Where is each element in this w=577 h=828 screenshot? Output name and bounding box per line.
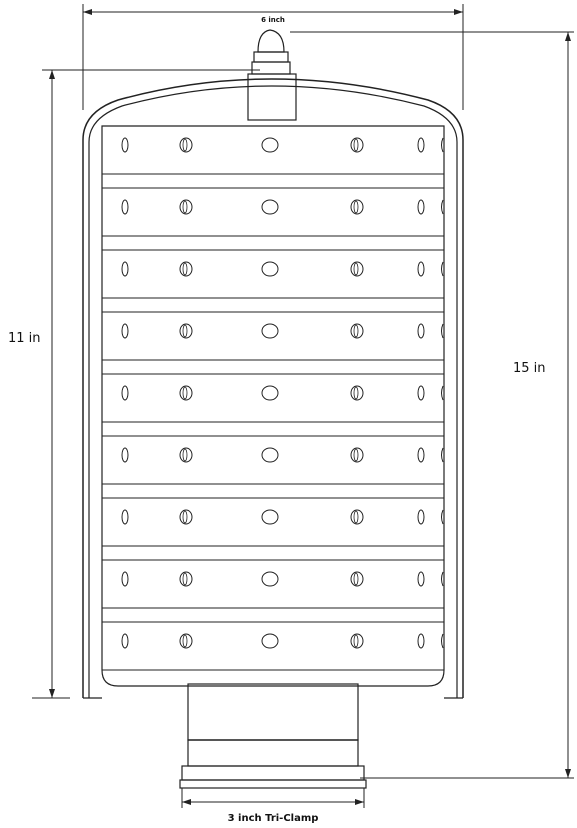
plate-hole [353, 262, 359, 276]
plate-hole [350, 323, 364, 339]
plate-hole [121, 571, 129, 587]
plate-hole [261, 199, 279, 215]
plate-hole [261, 261, 279, 277]
plate-hole [350, 571, 364, 587]
inner-body [101, 125, 445, 687]
plate-hole [353, 324, 359, 338]
plate-hole [121, 261, 129, 277]
plate-hole [179, 261, 193, 277]
plate-hole [261, 323, 279, 339]
plate-hole [121, 509, 129, 525]
plate-hole [261, 447, 279, 463]
plate-hole [353, 634, 359, 648]
plate-hole [182, 572, 188, 586]
plate-hole [121, 137, 129, 153]
plate-hole [182, 262, 188, 276]
bottom-dimension [181, 788, 365, 808]
width-dimension [82, 4, 464, 110]
plate-hole [417, 385, 425, 401]
plate-hole [182, 324, 188, 338]
plate-hole [417, 261, 425, 277]
plate-hole [353, 572, 359, 586]
plate-hole [417, 447, 425, 463]
body-outline [101, 125, 445, 687]
plate-hole [182, 634, 188, 648]
plate-hole [350, 509, 364, 525]
plate-hole [353, 510, 359, 524]
plate-hole [441, 385, 444, 401]
plate-hole [441, 137, 444, 153]
plate-hole [441, 447, 444, 463]
outer-housing [82, 78, 464, 699]
plate-hole [350, 199, 364, 215]
plate-hole [353, 448, 359, 462]
plate-hole [350, 385, 364, 401]
plate-hole [441, 509, 444, 525]
plate-hole [350, 633, 364, 649]
bottom-label: 3 inch Tri-Clamp [228, 813, 319, 824]
plate-hole [441, 199, 444, 215]
plate-hole [121, 199, 129, 215]
right-height-dimension [290, 31, 574, 779]
plate-hole [179, 323, 193, 339]
plate-hole [179, 199, 193, 215]
plate-hole [441, 571, 444, 587]
plate-hole [261, 137, 279, 153]
plate-hole [121, 447, 129, 463]
plate-hole [350, 261, 364, 277]
plate-hole [182, 386, 188, 400]
plate-hole [261, 509, 279, 525]
plate-hole [179, 509, 193, 525]
top-knob [247, 29, 297, 121]
plate-hole [179, 633, 193, 649]
plate-hole [121, 385, 129, 401]
plate-hole [417, 633, 425, 649]
plate-hole [261, 571, 279, 587]
plate-hole [182, 138, 188, 152]
plate-hole [441, 633, 444, 649]
plate-hole [350, 137, 364, 153]
plate-hole [179, 571, 193, 587]
plate-hole [353, 138, 359, 152]
plate-hole [261, 385, 279, 401]
plate-hole [350, 447, 364, 463]
plate-hole [121, 323, 129, 339]
plate-hole [182, 448, 188, 462]
plate-hole [179, 137, 193, 153]
plate-hole [417, 571, 425, 587]
left-height-dimension [32, 69, 260, 699]
plate-hole [353, 200, 359, 214]
plate-hole [441, 323, 444, 339]
plate-hole [179, 385, 193, 401]
bottom-outlet [179, 683, 367, 789]
plate-hole [179, 447, 193, 463]
right-height-label: 15 in [513, 361, 546, 376]
plate-hole [441, 261, 444, 277]
plate-hole [121, 633, 129, 649]
width-label: 6 inch [261, 16, 285, 24]
plate-hole [417, 137, 425, 153]
plate-hole [417, 323, 425, 339]
plate-hole [182, 200, 188, 214]
plate-hole [417, 199, 425, 215]
plate-hole [182, 510, 188, 524]
plate-hole [353, 386, 359, 400]
plate-hole [417, 509, 425, 525]
left-height-label: 11 in [8, 331, 41, 346]
plate-hole [261, 633, 279, 649]
